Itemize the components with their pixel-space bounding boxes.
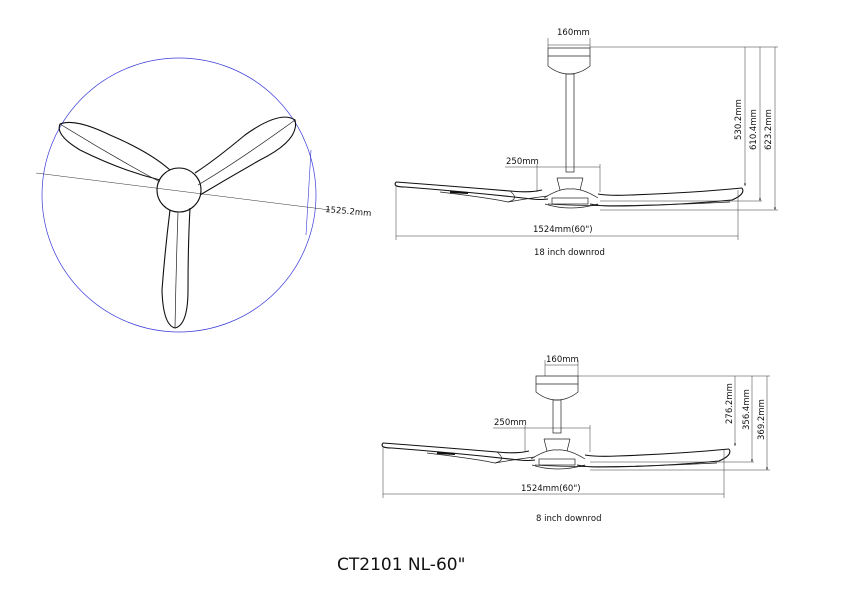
top-view: 1525.2mm	[35, 57, 372, 333]
drawing-title: CT2101 NL-60"	[337, 555, 465, 575]
caption-8-inch: 8 inch downrod	[536, 514, 601, 524]
hub	[156, 167, 202, 213]
dimension-label: 356.4mm	[742, 389, 752, 430]
diameter-label: 1525.2mm	[325, 205, 372, 219]
sweep-circle	[41, 57, 317, 333]
dimension-label: 1524mm(60")	[533, 225, 593, 235]
dimension-label: 623.2mm	[764, 109, 774, 150]
dimension-label: 610.4mm	[749, 109, 759, 150]
dimension-label: 530.2mm	[734, 99, 744, 140]
dimension-label: 250mm	[506, 157, 539, 167]
dimension-label: 369.2mm	[757, 399, 767, 440]
dimension-label: 250mm	[494, 418, 527, 428]
caption-18-inch: 18 inch downrod	[534, 248, 605, 258]
side-view-8-inch: 160mm 276.2mm 356.4mm 369.2mm 250mm 1524…	[381, 355, 770, 524]
dimension-label: 1524mm(60")	[521, 484, 581, 494]
dimension-label: 160mm	[557, 28, 590, 38]
dimension-label: 160mm	[546, 355, 579, 365]
side-view-18-inch: 160mm 530.2mm 610.4mm 623.2mm 250mm 1524…	[394, 28, 778, 258]
dimension-label: 276.2mm	[725, 383, 735, 424]
